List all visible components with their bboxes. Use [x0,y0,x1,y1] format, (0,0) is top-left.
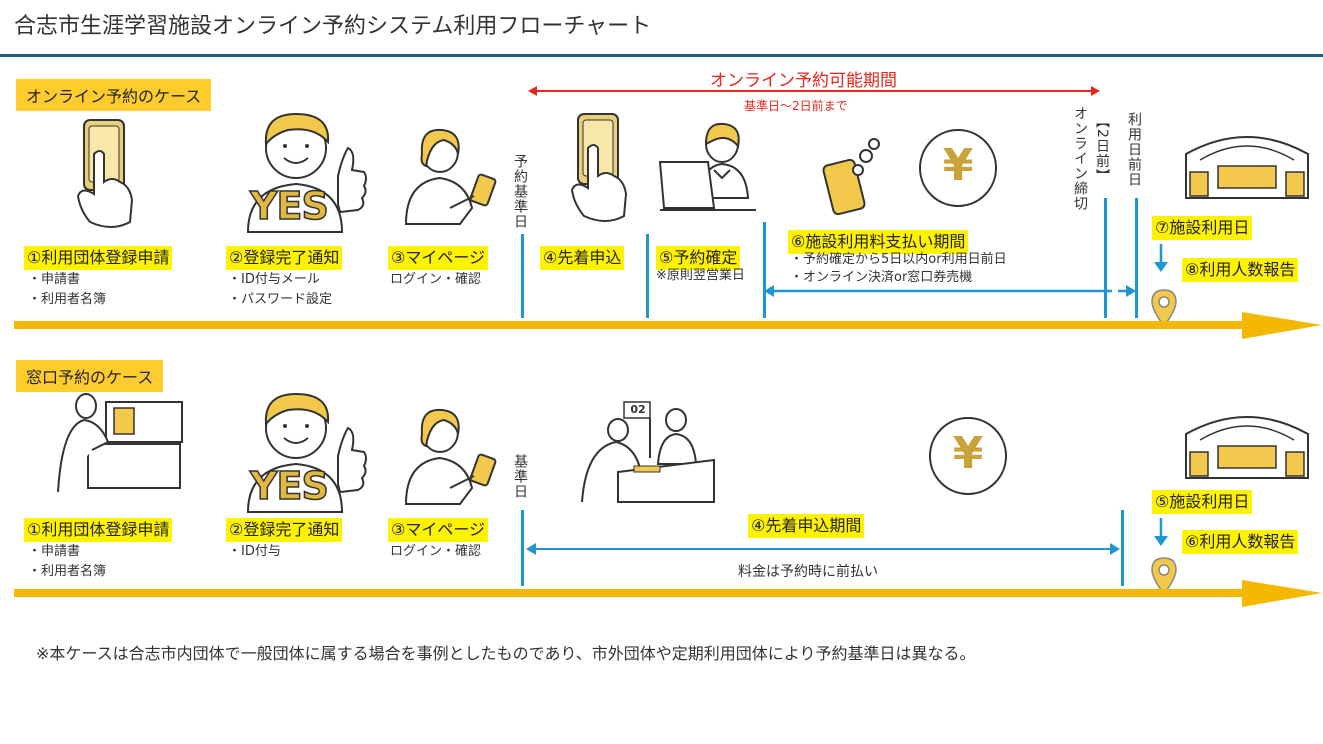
online-step-5: ⑤予約確定 [656,246,741,270]
online-step-2-detail: ・パスワード設定 [228,292,333,307]
counter-number: 02 [630,403,646,416]
day-before-use-label: 利用日前日 [1126,112,1142,187]
person-thumbs-up-icon [246,392,367,513]
footnote: ※本ケースは合志市内団体で一般団体に属する場合を事例としたものであり、市外団体や… [36,644,976,663]
counter-step-2-detail: ・ID付与 [228,544,281,559]
page-title: 合志市生涯学習施設オンライン予約システム利用フローチャート [14,14,652,39]
counter-timeline-arrow [14,580,1322,607]
smartphone-tap-icon [570,113,628,222]
yen-symbol: ¥ [952,428,984,479]
counter-step-3-detail: ログイン・確認 [390,544,482,559]
woman-with-phone-icon [404,128,497,225]
payment-period-arrow [764,285,1136,297]
online-step-6-detail: ・オンライン決済or窓口券売機 [790,270,973,285]
online-period-sub: 基準日〜2日前まで [744,99,848,113]
counter-step-1: ①利用団体登録申請 [24,518,173,542]
stadium-icon [1185,416,1309,479]
online-step-1-detail: ・申請書 [28,272,81,287]
base-day-line [521,510,524,586]
payment-start-line [763,222,766,318]
location-pin-icon [1151,289,1177,328]
reservation-base-day-label: 予約基準日 [512,154,528,229]
online-step-4: ④先着申込 [540,246,625,270]
online-step-2-detail: ・ID付与メール [228,272,320,287]
counter-step-1-detail: ・申請書 [28,544,81,559]
online-step-8: ⑧利用人数報告 [1182,258,1299,282]
online-step-3-detail: ログイン・確認 [390,272,482,287]
down-arrow-icon [1154,518,1168,546]
application-period-arrow [526,543,1120,555]
online-period-arrow [528,86,1100,96]
use-day-line [1121,510,1124,586]
counter-step-2: ②登録完了通知 [226,518,343,542]
clerk-with-laptop-icon [658,122,756,211]
smartphone-tap-icon [76,119,134,228]
counter-case-label: 窓口予約のケース [16,360,164,392]
confirm-line [646,234,649,318]
online-step-2: ②登録完了通知 [226,246,343,270]
yes-text: YES [249,463,329,509]
title-divider [0,54,1323,57]
online-period-label: オンライン予約可能期間 [710,71,897,91]
down-arrow-icon [1154,244,1168,272]
counter-step-4: ④先着申込期間 [748,514,865,538]
yes-text: YES [249,183,329,229]
online-step-6: ⑥施設利用料支払い期間 [788,230,969,254]
online-step-1-detail: ・利用者名簿 [28,292,107,307]
counter-reception-icon [581,401,715,503]
online-step-5-detail: ※原則翌営業日 [656,268,745,283]
online-case-label: オンライン予約のケース [16,79,212,111]
two-days-before-label: 【2日前】 [1094,114,1110,184]
online-step-6-detail: ・予約確定から5日以内or利用日前日 [790,252,1007,267]
online-timeline-arrow [14,312,1322,339]
counter-step-1-detail: ・利用者名簿 [28,564,107,579]
online-deadline-label: オンライン締切 [1072,106,1088,211]
day-before-line [1135,198,1138,318]
online-step-7: ⑦施設利用日 [1152,216,1253,240]
location-pin-icon [1151,557,1177,596]
deadline-line [1104,198,1107,318]
yen-coin-icon [929,417,1007,495]
stadium-icon [1185,136,1309,199]
yen-symbol: ¥ [942,140,974,191]
person-thumbs-up-icon [246,112,367,233]
phone-payment-icon [822,138,880,216]
base-day-label: 基準日 [512,454,528,499]
yen-coin-icon [919,129,997,207]
counter-step-5: ⑤施設利用日 [1152,490,1253,514]
online-step-3: ③マイページ [388,246,489,270]
registration-counter-icon [57,393,183,493]
counter-step-3: ③マイページ [388,518,489,542]
woman-with-phone-icon [404,408,497,505]
counter-step-6: ⑥利用人数報告 [1182,530,1299,554]
online-step-1: ①利用団体登録申請 [24,246,173,270]
payment-note: 料金は予約時に前払い [738,564,878,580]
base-day-line [521,234,524,318]
